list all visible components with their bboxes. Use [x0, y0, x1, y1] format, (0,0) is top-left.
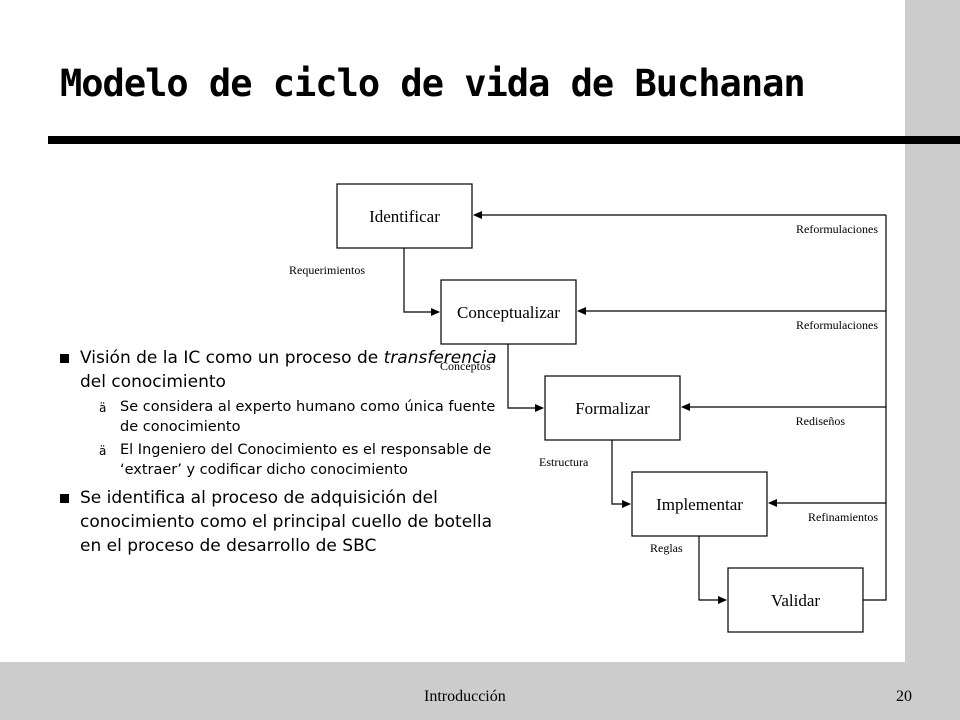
page-number: 20	[896, 688, 912, 705]
stage-label: Identificar	[369, 207, 440, 226]
stage-box-identificar	[336, 183, 473, 249]
feedback-label: Refinamientos	[808, 510, 878, 524]
forward-label: Requerimientos	[289, 263, 365, 277]
stage-box-formalizar	[544, 375, 681, 441]
sub-bullet-text: Se considera al experto humano como únic…	[120, 399, 496, 435]
sub-bullet-item: ӓ El Ingeniero del Conocimiento es el re…	[60, 440, 510, 480]
stage-label: Conceptualizar	[457, 303, 560, 322]
sub-bullet-item: ӓ Se considera al experto humano como ún…	[60, 397, 510, 437]
feedback-label: Reformulaciones	[796, 318, 878, 332]
stage-label: Validar	[771, 591, 820, 610]
stage-label: Formalizar	[575, 399, 650, 418]
sub-bullet-icon: ӓ	[99, 444, 107, 458]
bullet-text: Se identifica al proceso de adquisición …	[80, 488, 493, 556]
stage-label: Implementar	[656, 495, 743, 514]
stage-box-implementar	[631, 471, 768, 537]
forward-label: Estructura	[539, 455, 589, 469]
footer-title: Introducción	[424, 688, 506, 705]
bullet-list: Visión de la IC como un proceso de trans…	[60, 346, 510, 558]
sub-bullet-text: El Ingeniero del Conocimiento es el resp…	[120, 442, 492, 478]
stage-box-validar	[727, 567, 864, 633]
feedback-label: Reformulaciones	[796, 222, 878, 236]
forward-arrow	[698, 536, 727, 604]
forward-arrow	[507, 344, 544, 412]
right-sidebar-band	[905, 0, 960, 720]
footer-band	[0, 662, 960, 720]
bullet-item: Se identifica al proceso de adquisición …	[60, 486, 510, 558]
forward-arrow	[403, 248, 440, 316]
stage-box-conceptualizar	[440, 279, 577, 345]
forward-label: Conceptos	[440, 359, 491, 373]
feedback-label: Rediseños	[796, 414, 846, 428]
bullet-item: Visión de la IC como un proceso de trans…	[60, 346, 510, 394]
feedback-line	[863, 215, 887, 601]
forward-label: Reglas	[650, 541, 683, 555]
square-bullet-icon	[60, 354, 69, 363]
slide-title: Modelo de ciclo de vida de Buchanan	[60, 62, 806, 105]
bullet-text: del conocimiento	[80, 372, 226, 392]
bullet-emphasis: transferencia	[383, 348, 497, 368]
title-underline	[48, 136, 960, 144]
sub-bullet-icon: ӓ	[99, 401, 107, 415]
bullet-text: Visión de la IC como un proceso de	[80, 348, 384, 368]
square-bullet-icon	[60, 494, 69, 503]
forward-arrow	[611, 440, 631, 508]
